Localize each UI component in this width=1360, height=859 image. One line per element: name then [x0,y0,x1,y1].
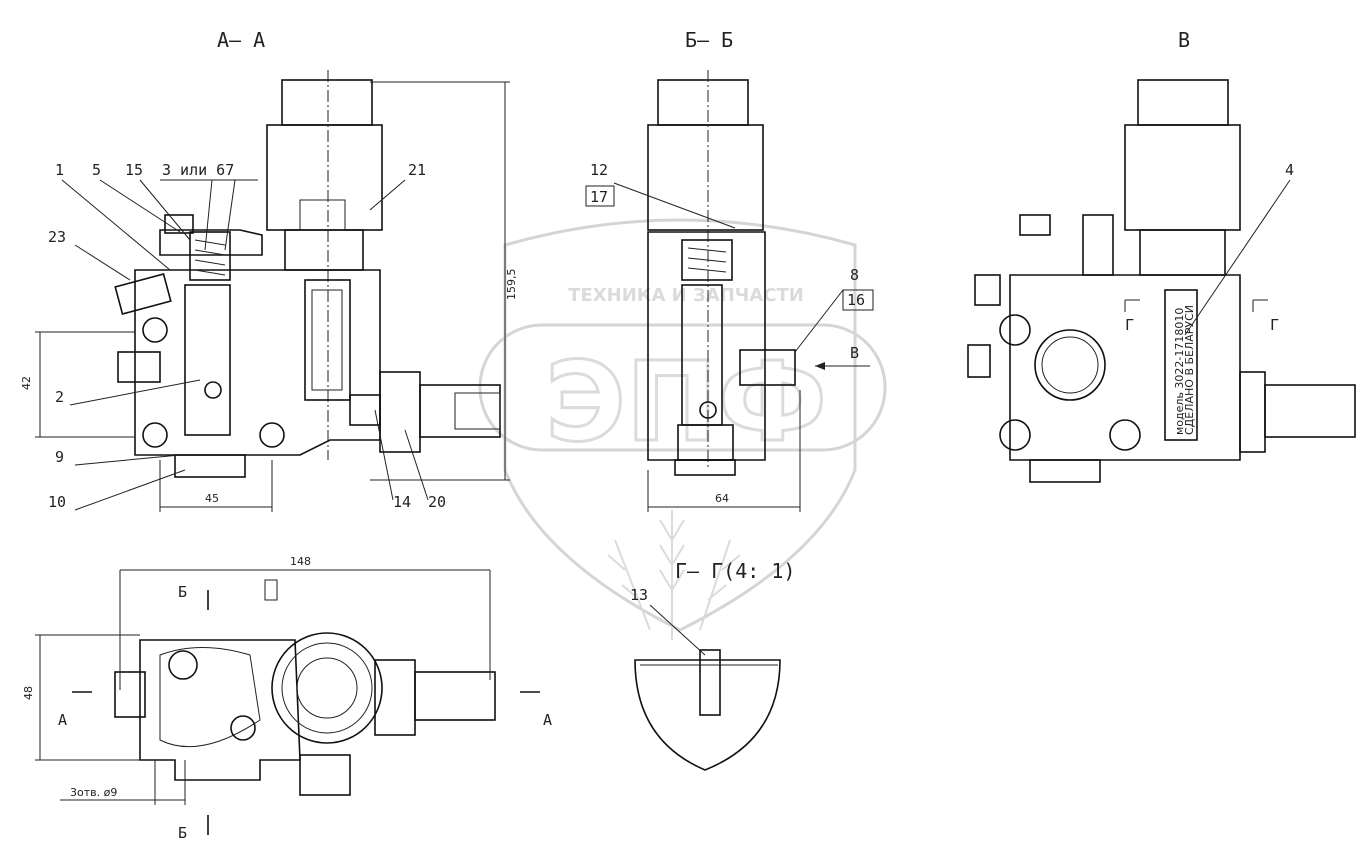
callout-4: 4 [1285,161,1294,179]
watermark: ТЕХНИКА И ЗАПЧАСТИ ЭПФ [478,218,887,640]
dim-42: 42 [20,376,33,390]
callout-3-or-67: 3 или 67 [162,161,234,179]
solenoid-coil-b [647,124,764,231]
nameplate-made-in: СДЕЛАНО В БЕЛАРУСИ [1183,305,1196,435]
section-mark-g-left: Г [1125,316,1134,334]
callout-5: 5 [92,161,101,179]
solenoid-coil-a [266,124,383,231]
port-v [1034,329,1106,401]
bolt-23 [114,273,172,315]
bolt-2 [117,351,161,383]
valve-body-b [647,231,766,461]
callout-15: 15 [125,161,143,179]
solenoid-plan [271,632,383,744]
view-v-title: В [1178,28,1190,52]
nameplate [1164,289,1198,441]
view-b-b: Б– Б 64 12 17 8 16 В [585,28,874,512]
dim-159-5: 159,5 [505,269,518,301]
section-mark-b-bottom: Б [178,824,187,842]
callout-9: 9 [55,448,64,466]
pin-section [634,659,781,771]
view-plan: 148 48 3отв. ø9 Б Б А А [22,555,552,842]
view-g-g-title: Г– Г(4: 1) [675,559,795,583]
nameplate-model: модель 3022-1718010 [1173,308,1186,435]
dim-148: 148 [290,555,311,568]
section-mark-b-top: Б [178,583,187,601]
watermark-big-text: ЭПФ [545,338,827,466]
spool-a [304,279,351,401]
view-g-g: Г– Г(4: 1) 13 [630,559,795,771]
view-a-a-title: А– А [217,28,265,52]
callout-12: 12 [590,161,608,179]
section-mark-v: В [850,344,859,362]
callout-20: 20 [428,493,446,511]
solenoid-coil-v [1124,124,1241,231]
view-b-b-title: Б– Б [685,28,733,52]
callout-13: 13 [630,586,648,604]
wheat-emblem [607,510,741,640]
view-v: В модель 3022-1718010 СДЕЛАНО В БЕЛАРУСИ… [967,28,1356,483]
section-mark-g-right: Г [1270,316,1279,334]
callout-21: 21 [408,161,426,179]
solenoid-cap-a [281,79,373,126]
plug-8 [739,349,796,386]
watermark-top-text: ТЕХНИКА И ЗАПЧАСТИ [568,285,804,306]
callout-23: 23 [48,228,66,246]
section-mark-a-left: А [58,711,67,729]
dim-48: 48 [22,686,35,700]
callout-14: 14 [393,493,411,511]
view-a-a: А– А 159,5 42 [20,28,518,512]
callout-17: 17 [590,188,608,206]
callout-1: 1 [55,161,64,179]
dim-64: 64 [715,492,729,505]
section-mark-a-right: А [543,711,552,729]
dim-holes: 3отв. ø9 [70,786,117,799]
callout-8: 8 [850,266,859,284]
valve-body-plan [139,639,301,781]
callout-2: 2 [55,388,64,406]
valve-body-v [1009,274,1241,461]
dim-45: 45 [205,492,219,505]
valve-body-a [134,269,381,456]
spring-a [189,231,231,281]
fitting-20 [379,371,421,453]
callout-10: 10 [48,493,66,511]
callout-16: 16 [847,291,865,309]
